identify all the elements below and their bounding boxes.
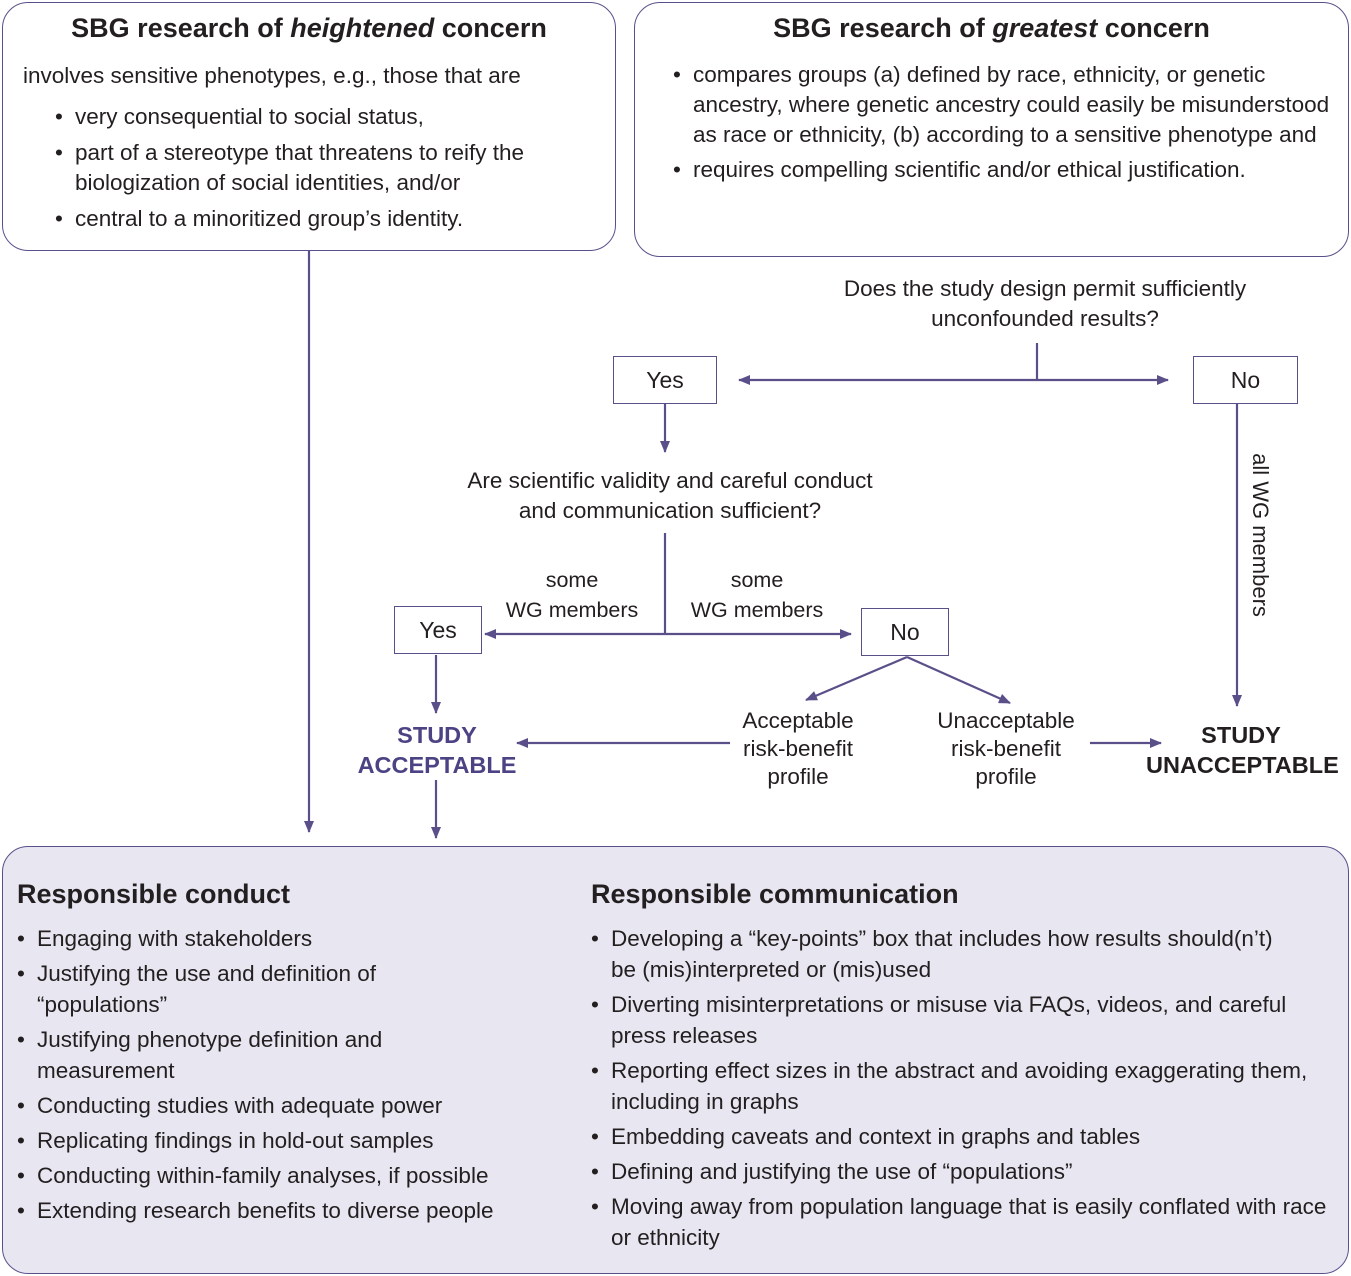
some-wg-members-left: some WG members [505, 568, 639, 622]
no2-box: No [861, 608, 949, 656]
list-item: Justifying phenotype definition and meas… [17, 1024, 577, 1086]
heightened-concern-panel: SBG research of heightened concern invol… [2, 2, 616, 251]
list-item: Conducting studies with adequate power [17, 1090, 577, 1121]
greatest-concern-title: SBG research of greatest concern [773, 13, 1210, 43]
list-item: Extending research benefits to diverse p… [17, 1195, 577, 1226]
list-item: part of a stereotype that threatens to r… [55, 138, 605, 198]
study-unacceptable-label: STUDY UNACCEPTABLE [1146, 722, 1339, 778]
heightened-concern-intro: involves sensitive phenotypes, e.g., tho… [23, 63, 521, 88]
list-item: Defining and justifying the use of “popu… [591, 1156, 1341, 1187]
some-wg-members-right: some WG members [690, 568, 824, 622]
list-item: Moving away from population language tha… [591, 1191, 1341, 1253]
greatest-concern-list: compares groups (a) defined by race, eth… [673, 60, 1333, 185]
list-item: compares groups (a) defined by race, eth… [673, 60, 1333, 150]
unacceptable-profile-label: Unacceptable risk-benefit profile [937, 708, 1075, 789]
list-item: Replicating findings in hold-out samples [17, 1125, 577, 1156]
greatest-concern-panel: SBG research of greatest concern compare… [634, 2, 1349, 257]
responsible-communication-list: Developing a “key-points” box that inclu… [591, 923, 1341, 1257]
list-item: Developing a “key-points” box that inclu… [591, 923, 1341, 985]
responsible-conduct-title: Responsible conduct [17, 879, 291, 909]
no1-box: No [1193, 356, 1298, 404]
list-item: requires compelling scientific and/or et… [673, 155, 1333, 185]
list-item: Reporting effect sizes in the abstract a… [591, 1055, 1341, 1117]
question-validity: Are scientific validity and careful cond… [467, 468, 873, 523]
yes1-box: Yes [613, 356, 717, 404]
responsible-conduct-list: Engaging with stakeholders Justifying th… [17, 923, 577, 1230]
list-item: Justifying the use and definition of “po… [17, 958, 577, 1020]
list-item: very consequential to social status, [55, 102, 605, 132]
acceptable-profile-label: Acceptable risk-benefit profile [742, 708, 854, 789]
responsible-communication-title: Responsible communication [591, 879, 959, 909]
no2-to-unacceptable-profile-arrow [906, 655, 1011, 705]
list-item: Embedding caveats and context in graphs … [591, 1121, 1341, 1152]
heightened-concern-list: very consequential to social status, par… [55, 102, 605, 234]
yes2-box: Yes [394, 606, 482, 654]
no2-to-acceptable-profile-arrow [805, 655, 908, 702]
responsible-practices-panel: Responsible conduct Engaging with stakeh… [2, 846, 1349, 1274]
study-acceptable-label: STUDY ACCEPTABLE [357, 722, 517, 778]
list-item: Engaging with stakeholders [17, 923, 577, 954]
heightened-concern-title: SBG research of heightened concern [71, 13, 547, 43]
list-item: central to a minoritized group’s identit… [55, 204, 605, 234]
question-unconfounded: Does the study design permit sufficientl… [843, 276, 1247, 331]
list-item: Diverting misinterpretations or misuse v… [591, 989, 1341, 1051]
list-item: Conducting within-family analyses, if po… [17, 1160, 577, 1191]
